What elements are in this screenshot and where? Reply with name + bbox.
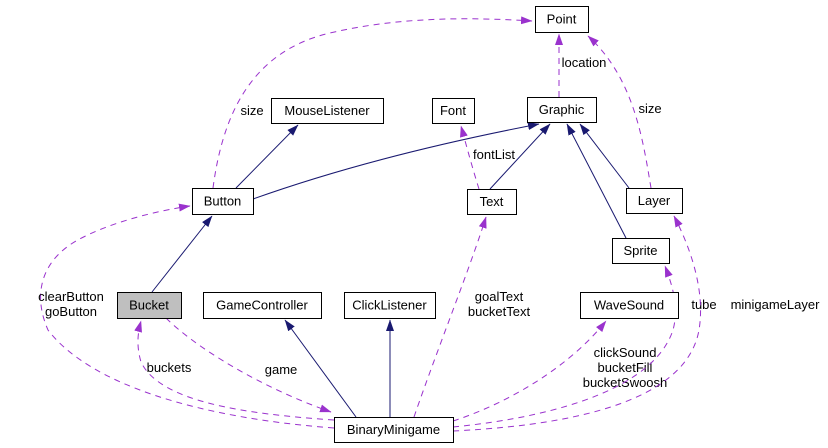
edge-label-binaryminigame-bucket: buckets — [147, 360, 192, 375]
edge-bucket-button — [151, 215, 213, 293]
node-box-layer — [626, 188, 683, 214]
node-label-graphic: Graphic — [539, 102, 585, 117]
edge-bucket-binaryminigame — [165, 317, 332, 413]
node-bucket: Bucket — [117, 292, 182, 319]
node-box-wavesound — [580, 292, 679, 319]
edge-label-button-point: size — [240, 103, 263, 118]
node-gamecontroller[interactable]: GameController — [203, 292, 322, 319]
edge-label-text-font: fontList — [473, 147, 515, 162]
edge-button-mouselistener — [235, 124, 299, 189]
edge-binaryminigame-wavesound — [452, 320, 607, 422]
edge-label-binaryminigame-sprite: tube — [691, 297, 716, 312]
node-box-binaryminigame — [334, 417, 454, 443]
node-wavesound[interactable]: WaveSound — [580, 292, 679, 319]
edge-sprite-graphic — [566, 123, 627, 239]
edge-layer-graphic — [579, 123, 630, 189]
node-label-clicklistener: ClickListener — [352, 298, 427, 313]
node-box-clicklistener — [344, 292, 436, 319]
node-binaryminigame[interactable]: BinaryMinigame — [334, 417, 454, 443]
edge-binaryminigame-text — [413, 216, 487, 418]
node-box-font — [432, 98, 475, 124]
node-label-text: Text — [480, 194, 504, 209]
node-button[interactable]: Button — [192, 188, 254, 215]
edge-label-bucket-binaryminigame: game — [265, 362, 298, 377]
node-label-layer: Layer — [638, 193, 671, 208]
node-label-binaryminigame: BinaryMinigame — [347, 422, 440, 437]
node-box-text — [467, 189, 517, 215]
edge-text-graphic — [489, 123, 551, 190]
edge-binaryminigame-bucket — [134, 320, 335, 421]
node-box-graphic — [527, 97, 597, 123]
edge-button-graphic — [252, 122, 540, 200]
node-box-point — [535, 6, 589, 33]
node-label-bucket: Bucket — [129, 298, 169, 313]
node-label-point: Point — [547, 12, 577, 27]
node-label-gamecontroller: GameController — [216, 298, 308, 313]
node-label-button: Button — [204, 194, 242, 209]
edge-label-graphic-point: location — [562, 55, 607, 70]
edge-layer-point — [587, 35, 652, 189]
node-box-mouselistener — [271, 98, 384, 124]
node-layer[interactable]: Layer — [626, 188, 683, 214]
node-mouselistener[interactable]: MouseListener — [271, 98, 384, 124]
node-box-sprite — [612, 238, 670, 264]
edge-text-font — [460, 125, 480, 190]
edge-label-layer-point: size — [638, 101, 661, 116]
node-sprite[interactable]: Sprite — [612, 238, 670, 264]
edge-label-binaryminigame-layer: minigameLayer — [731, 297, 821, 312]
node-font[interactable]: Font — [432, 98, 475, 124]
node-label-sprite: Sprite — [624, 243, 658, 258]
node-label-font: Font — [440, 103, 466, 118]
node-graphic[interactable]: Graphic — [527, 97, 597, 123]
node-box-gamecontroller — [203, 292, 322, 319]
node-label-mouselistener: MouseListener — [284, 103, 370, 118]
node-box-bucket — [117, 292, 182, 319]
node-point[interactable]: Point — [535, 6, 589, 33]
edge-binaryminigame-gamecontroller — [284, 319, 357, 418]
node-clicklistener[interactable]: ClickListener — [344, 292, 436, 319]
node-label-wavesound: WaveSound — [594, 298, 664, 313]
edge-binaryminigame-layer — [452, 215, 702, 432]
node-box-button — [192, 188, 254, 215]
node-text[interactable]: Text — [467, 189, 517, 215]
